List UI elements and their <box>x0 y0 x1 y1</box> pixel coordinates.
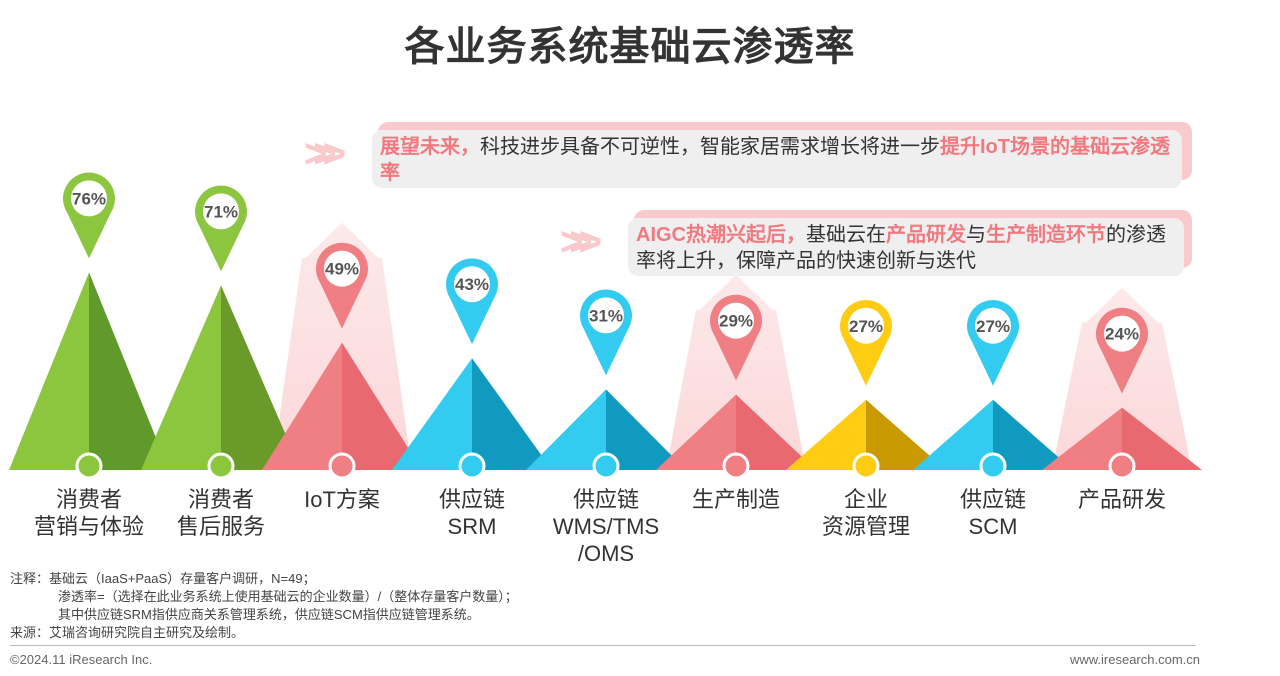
triangle-bar <box>141 285 221 470</box>
triangle-bar-shade <box>866 399 946 470</box>
value-label: 43% <box>455 275 489 294</box>
base-dot <box>1108 452 1136 480</box>
chevron-icon: >>> <box>560 220 602 264</box>
page-title: 各业务系统基础云渗透率 <box>404 25 856 69</box>
category-label: 企业资源管理 <box>821 487 910 539</box>
pin-inner <box>848 307 884 344</box>
callout-text: 科技进步具备不可逆性，智能家居需求增长将进一步 <box>480 136 940 158</box>
value-label: 24% <box>1105 325 1139 344</box>
pin-inner <box>454 266 490 303</box>
triangle-bar <box>392 358 472 470</box>
callout-text: 基础云在 <box>806 224 886 246</box>
copyright: ©2024.11 iResearch Inc. <box>10 652 153 667</box>
base-dot <box>328 452 356 480</box>
value-label: 27% <box>976 317 1010 336</box>
value-label: 49% <box>325 260 359 279</box>
note-line: 渗透率=（选择在此业务系统上使用基础云的企业数量）/（整体存量客户数量）； <box>58 589 518 604</box>
category-label: 消费者售后服务 <box>176 487 265 539</box>
chevron-icon: >>> <box>304 132 346 176</box>
note-line: 其中供应链SRM指供应商关系管理系统，供应链SCM指供应链管理系统。 <box>58 607 480 622</box>
base-dot <box>852 452 880 480</box>
website: www.iresearch.com.cn <box>1069 652 1200 667</box>
divider <box>10 645 1196 646</box>
source-line: 来源：艾瑞咨询研究院自主研究及绘制。 <box>10 625 245 640</box>
pin-inner <box>1104 315 1140 352</box>
pin-inner <box>718 302 754 339</box>
pin-inner <box>324 250 360 287</box>
triangle-bar <box>9 272 89 470</box>
pin-inner <box>71 180 107 217</box>
triangle-bar-shade <box>606 389 686 470</box>
pin-inner <box>203 193 239 230</box>
base-dot <box>979 452 1007 480</box>
callout-highlight: 生产制造环节 <box>986 224 1106 246</box>
value-label: 76% <box>72 189 106 208</box>
base-dot <box>722 452 750 480</box>
callout-highlight: 展望未来， <box>380 136 480 158</box>
triangle-bar <box>656 394 736 470</box>
value-label: 31% <box>589 306 623 325</box>
notes: 注释：基础云（IaaS+PaaS）存量客户调研，N=49； 渗透率=（选择在此业… <box>10 570 518 642</box>
triangle-bar <box>913 399 993 470</box>
callout-text: 的渗透率将上升，保障产品的快速创新与迭代 <box>636 224 1166 272</box>
triangle-bar <box>1042 407 1122 470</box>
category-label: IoT方案 <box>304 487 380 512</box>
triangle-bar-shade <box>472 358 552 470</box>
note-line: 注释：基础云（IaaS+PaaS）存量客户调研，N=49； <box>10 571 316 586</box>
category-label: 消费者营销与体验 <box>33 487 144 539</box>
callout-text: 与 <box>966 224 986 246</box>
callout-highlight: 提升IoT场景的基础云渗透率 <box>380 136 1170 184</box>
triangle-bar-shade <box>89 272 169 470</box>
triangle-bar-shade <box>342 342 422 470</box>
value-label: 27% <box>849 317 883 336</box>
base-dot <box>207 452 235 480</box>
pin-inner <box>975 307 1011 344</box>
triangle-bar <box>262 342 342 470</box>
base-dot <box>75 452 103 480</box>
value-label: 29% <box>719 312 753 331</box>
pin-inner <box>588 297 624 334</box>
triangle-bar-shade <box>221 285 301 470</box>
callout-highlight: 产品研发 <box>886 224 966 246</box>
triangle-bar-shade <box>993 399 1073 470</box>
triangle-bar-shade <box>1122 407 1202 470</box>
triangle-bar <box>526 389 606 470</box>
category-label: 生产制造 <box>691 487 780 512</box>
triangle-bar <box>786 399 866 470</box>
value-label: 71% <box>204 202 238 221</box>
base-dot <box>592 452 620 480</box>
base-dot <box>458 452 486 480</box>
triangle-bar-shade <box>736 394 816 470</box>
category-label: 产品研发 <box>1077 487 1166 512</box>
callout-highlight: AIGC热潮兴起后， <box>636 224 806 246</box>
